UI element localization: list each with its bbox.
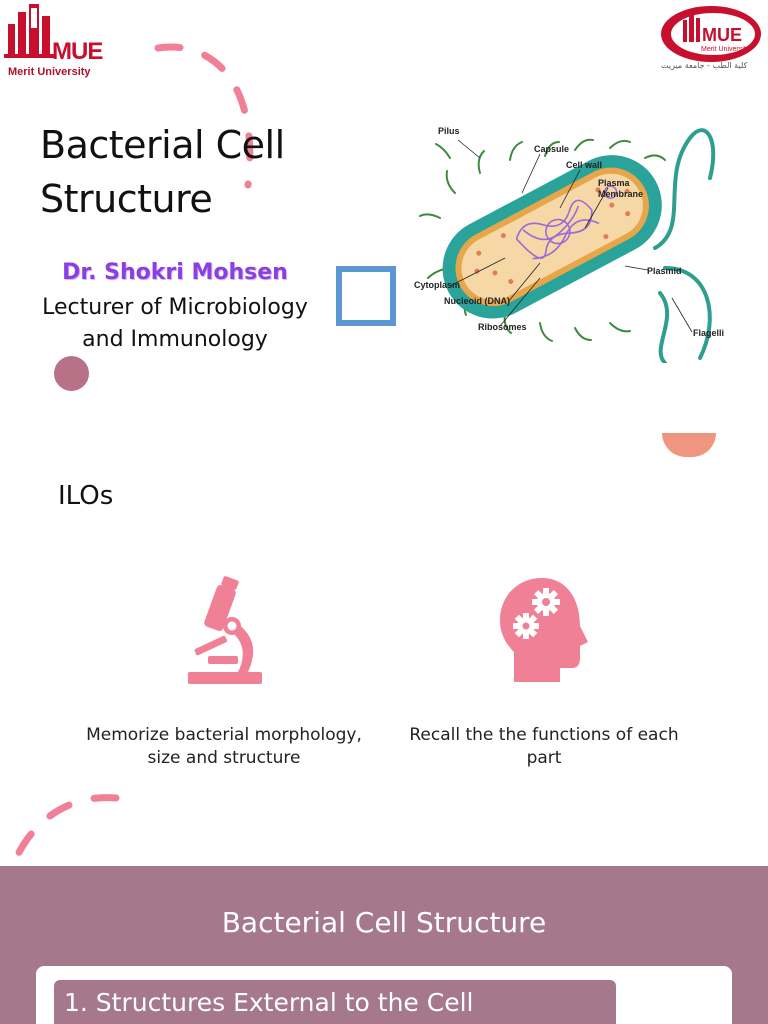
bacterial-cell-diagram: Pilus Capsule Cell wall Plasma Membrane … (414, 126, 724, 363)
label-membrane: Membrane (598, 189, 643, 199)
section-title: Bacterial Cell Structure (221, 906, 547, 939)
author-role: Lecturer of Microbiology and Immunology (42, 295, 308, 352)
head-gears-icon (500, 578, 588, 682)
circle-decoration (54, 356, 89, 391)
section-item-pill (54, 980, 616, 1024)
square-outline-decoration (336, 266, 396, 326)
merit-university-logo-right: MUE Merit University كلية الطب - جامعة م… (655, 2, 765, 72)
ilo-item-2: Recall the the functions of each part (409, 725, 679, 768)
label-nucleoid: Nucleoid (DNA) (444, 296, 510, 306)
section-first-item: 1. Structures External to the Cell (64, 988, 474, 1017)
logo-right-name: Merit University (701, 46, 750, 53)
dashed-arc-decoration (154, 43, 254, 189)
label-plasma: Plasma (598, 178, 631, 188)
slide-title: Bacterial Cell Structure (40, 123, 285, 221)
ilos-heading: ILOs (58, 481, 114, 511)
label-pilus: Pilus (438, 126, 460, 136)
logo-right-arabic: كلية الطب - جامعة ميريت (661, 61, 748, 70)
label-flagelli: Flagelli (693, 328, 724, 338)
author-name: Dr. Shokri Mohsen (62, 260, 288, 285)
logo-left-name: Merit University (8, 66, 91, 78)
merit-university-logo-left: MUE Merit University (4, 2, 114, 82)
label-cytoplasm: Cytoplasm (414, 280, 460, 290)
logo-right-short: MUE (702, 25, 742, 45)
label-cell-wall: Cell wall (566, 160, 602, 170)
label-ribosomes: Ribosomes (478, 322, 527, 332)
label-plasmid: Plasmid (647, 266, 682, 276)
logo-seal-icon: MUE Merit University كلية الطب - جامعة م… (661, 6, 761, 70)
half-circle-decoration (662, 433, 716, 457)
label-capsule: Capsule (534, 144, 569, 154)
logo-left-short: MUE (52, 38, 103, 65)
ilo-item-1: Memorize bacterial morphology, size and … (86, 725, 362, 768)
dashed-arc-decoration-bottom (8, 794, 120, 870)
logo-mark-icon (4, 4, 54, 58)
microscope-icon (188, 576, 262, 684)
